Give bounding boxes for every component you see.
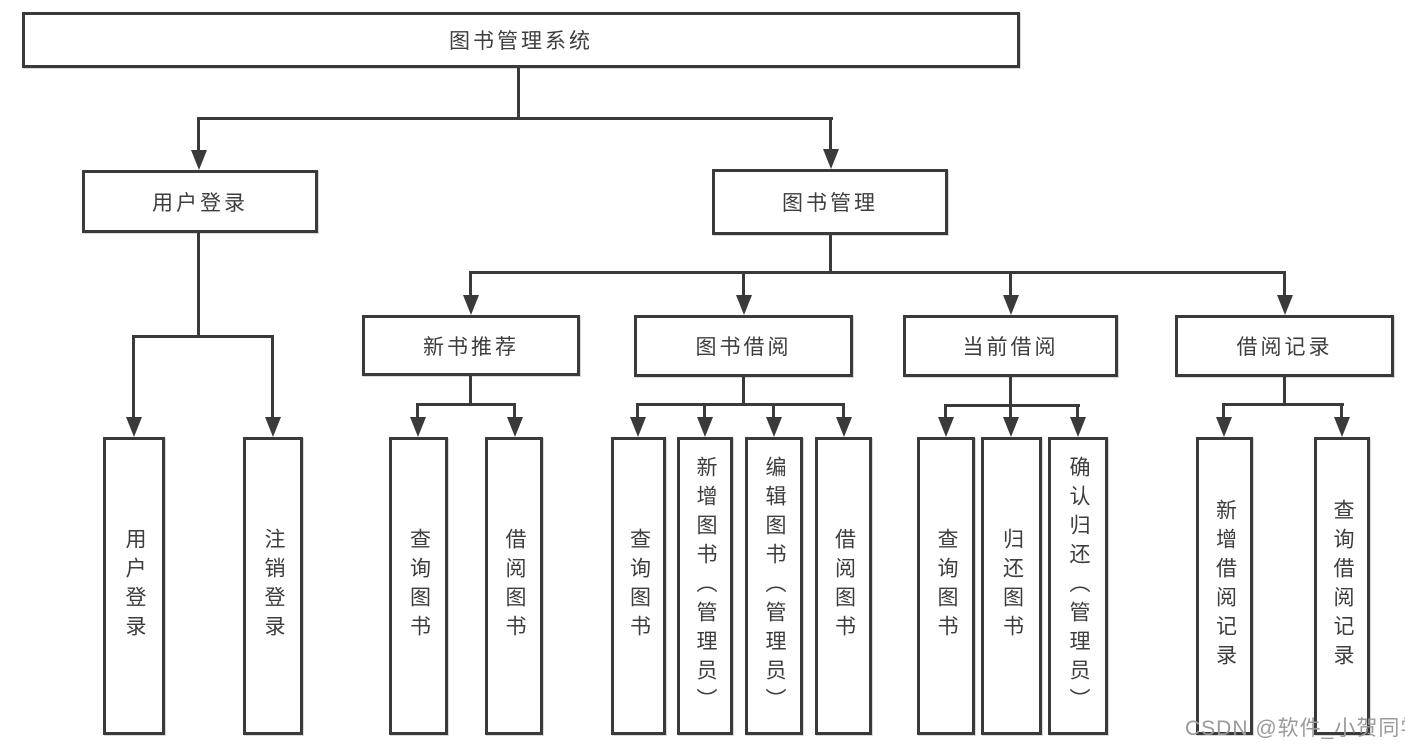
node-label: 图书管理 [782, 192, 878, 215]
node-label: 图书借阅 [695, 336, 792, 359]
connector-shaft [197, 117, 200, 152]
connector-shaft [1340, 403, 1343, 417]
arrow-down-icon [766, 417, 782, 437]
leaf-add-borrow-record: 新增借阅记录 [1196, 437, 1253, 735]
arrow-down-icon [736, 295, 752, 315]
leaf-label: 借阅图书 [503, 528, 527, 644]
leaf-logout: 注销登录 [243, 437, 303, 735]
leaf-label: 查询图书 [407, 528, 431, 644]
arrow-down-icon [507, 417, 523, 437]
connector-shaft [416, 403, 419, 417]
connector-shaft [1009, 404, 1012, 417]
connector-shaft [1283, 271, 1286, 297]
leaf-label: 注销登录 [262, 528, 286, 644]
leaf-label: 新增图书（管理员） [694, 455, 718, 717]
connector-current-borrow-stem [1009, 377, 1012, 407]
connector-borrow-record-stem [1283, 377, 1286, 406]
node-root-library-system: 图书管理系统 [22, 12, 1020, 68]
connector-current-borrow-hbar [944, 404, 1080, 407]
arrow-down-icon [1277, 295, 1293, 315]
arrow-down-icon [1003, 417, 1019, 437]
csdn-watermark: CSDN @软件_小贺同学 [1185, 717, 1405, 740]
node-current-borrowing: 当前借阅 [903, 315, 1118, 377]
connector-new-book-stem [469, 376, 472, 406]
node-borrowing-records: 借阅记录 [1175, 315, 1394, 377]
arrow-down-icon [265, 417, 281, 437]
leaf-newbook-query-books: 查询图书 [389, 437, 448, 735]
leaf-label: 借阅图书 [832, 528, 856, 644]
connector-shaft [469, 271, 472, 297]
arrow-down-icon [410, 417, 426, 437]
node-label: 图书管理系统 [449, 30, 593, 53]
connector-shaft [772, 403, 775, 417]
connector-user-login-hbar [132, 335, 274, 338]
arrow-down-icon [938, 417, 954, 437]
connector-new-book-hbar [416, 403, 516, 406]
connector-shaft [1009, 271, 1012, 297]
leaf-label: 归还图书 [1000, 528, 1024, 644]
connector-root-hbar [197, 117, 833, 120]
leaf-label: 查询图书 [935, 528, 959, 644]
connector-shaft [1222, 403, 1225, 417]
connector-shaft [132, 335, 135, 418]
leaf-label: 新增借阅记录 [1213, 499, 1237, 673]
connector-user-login-stem [197, 233, 200, 338]
arrow-down-icon [1003, 295, 1019, 315]
arrow-down-icon [1216, 417, 1232, 437]
leaf-edit-books-admin: 编辑图书（管理员） [745, 437, 803, 735]
connector-shaft [703, 403, 706, 417]
leaf-user-login: 用户登录 [103, 437, 165, 735]
node-label: 借阅记录 [1236, 336, 1333, 359]
leaf-return-books: 归还图书 [981, 437, 1042, 735]
leaf-query-borrow-record: 查询借阅记录 [1314, 437, 1370, 735]
arrow-down-icon [126, 417, 142, 437]
connector-book-mgmt-stem [829, 235, 832, 274]
arrow-down-icon [697, 417, 713, 437]
node-user-login: 用户登录 [82, 170, 318, 233]
leaf-newbook-borrow-books: 借阅图书 [485, 437, 543, 735]
connector-shaft [944, 404, 947, 417]
leaf-label: 查询图书 [627, 528, 651, 644]
leaf-label: 查询借阅记录 [1331, 499, 1355, 673]
connector-borrow-record-hbar [1222, 403, 1344, 406]
node-label: 用户登录 [152, 191, 248, 215]
arrow-down-icon [630, 417, 646, 437]
connector-shaft [742, 271, 745, 297]
connector-root-stem [517, 68, 520, 118]
connector-shaft [1076, 404, 1079, 417]
connector-book-mgmt-hbar [469, 271, 1285, 274]
leaf-label: 确认归还（管理员） [1067, 455, 1091, 717]
arrow-down-icon [1070, 417, 1086, 437]
leaf-current-query-books: 查询图书 [917, 437, 975, 735]
connector-shaft [829, 117, 832, 150]
arrow-down-icon [463, 295, 479, 315]
leaf-confirm-return-admin: 确认归还（管理员） [1048, 437, 1108, 735]
connector-shaft [271, 335, 274, 418]
leaf-borrowing-borrow-books: 借阅图书 [815, 437, 872, 735]
arrow-down-icon [191, 150, 207, 170]
leaf-label: 编辑图书（管理员） [763, 455, 787, 717]
node-book-management: 图书管理 [712, 169, 948, 235]
connector-shaft [842, 403, 845, 417]
arrow-down-icon [1334, 417, 1350, 437]
leaf-label: 用户登录 [123, 528, 147, 644]
leaf-add-books-admin: 新增图书（管理员） [677, 437, 733, 735]
node-label: 新书推荐 [423, 335, 519, 359]
arrow-down-icon [823, 149, 839, 169]
arrow-down-icon [836, 417, 852, 437]
connector-book-borrow-stem [742, 377, 745, 406]
node-new-book-recommend: 新书推荐 [362, 315, 580, 376]
node-label: 当前借阅 [962, 336, 1059, 359]
node-book-borrowing: 图书借阅 [634, 315, 853, 377]
leaf-borrowing-query-books: 查询图书 [611, 437, 666, 735]
connector-shaft [636, 403, 639, 417]
connector-book-borrow-hbar [636, 403, 845, 406]
connector-shaft [513, 403, 516, 417]
